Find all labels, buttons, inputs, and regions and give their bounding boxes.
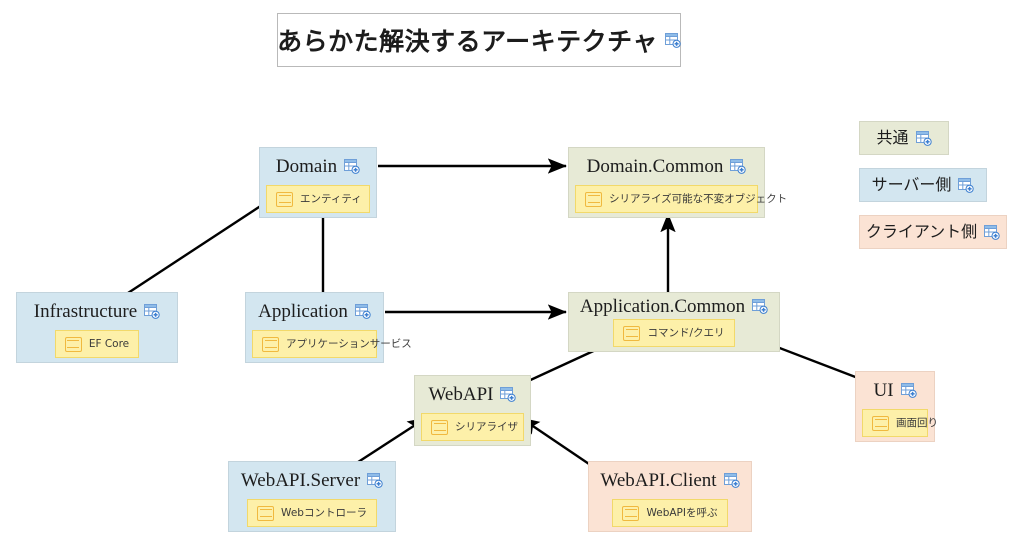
node-sublabel: WebAPIを呼ぶ xyxy=(612,499,728,527)
node-header: WebAPI.Server xyxy=(229,462,395,499)
table-plus-icon[interactable] xyxy=(144,304,160,319)
table-plus-icon[interactable] xyxy=(664,32,681,48)
node-sublabel: EF Core xyxy=(54,330,140,358)
node-sublabel-text: Webコントローラ xyxy=(281,506,367,519)
node-body: WebAPIを呼ぶ xyxy=(589,499,751,531)
table-plus-icon[interactable] xyxy=(900,383,917,398)
node-header: Domain.Common xyxy=(569,148,764,185)
node-sublabel: シリアライズ可能な不変オブジェクト xyxy=(575,185,787,213)
node-sublabel-text: EF Core xyxy=(88,337,130,350)
node-title: UI xyxy=(873,380,894,401)
node-application-common[interactable]: Application.Common コマンド/クエリ xyxy=(568,292,780,352)
table-plus-icon[interactable] xyxy=(723,473,740,488)
node-body: EF Core xyxy=(17,330,177,362)
node-title: Application xyxy=(258,301,348,322)
node-sublabel-text: WebAPIを呼ぶ xyxy=(646,506,718,519)
node-webapi-server[interactable]: WebAPI.Server Webコントローラ xyxy=(228,461,396,532)
node-title: WebAPI.Server xyxy=(240,470,361,491)
node-header: WebAPI.Client xyxy=(589,462,751,499)
node-sublabel-text: アプリケーションサービス xyxy=(286,337,412,350)
diagram-title-box[interactable]: あらかた解決するアーキテクチャ xyxy=(277,13,681,67)
node-sublabel-text: コマンド/クエリ xyxy=(647,326,725,339)
node-header: Application xyxy=(246,293,383,330)
node-domain-common[interactable]: Domain.Common シリアライズ可能な不変オブジェクト xyxy=(568,147,787,218)
node-sublabel-text: 画面回り xyxy=(896,416,938,429)
diagram-title-text: あらかた解決するアーキテクチャ xyxy=(277,27,658,56)
node-body: シリアライザ xyxy=(415,413,530,445)
node-sublabel: コマンド/クエリ xyxy=(613,319,735,347)
table-plus-icon[interactable] xyxy=(958,177,975,193)
node-sublabel: Webコントローラ xyxy=(247,499,377,527)
node-webapi[interactable]: WebAPI シリアライザ xyxy=(414,375,531,446)
node-ui[interactable]: UI 画面回り xyxy=(855,371,938,442)
note-icon xyxy=(872,415,889,431)
node-title: WebAPI.Client xyxy=(600,470,717,491)
note-icon xyxy=(276,191,293,207)
legend-item-common[interactable]: 共通 xyxy=(859,121,949,155)
node-sublabel-text: エンティティ xyxy=(300,192,362,205)
node-title: WebAPI xyxy=(428,384,494,405)
node-body: エンティティ xyxy=(260,185,376,217)
node-header: UI xyxy=(856,372,934,409)
node-infrastructure[interactable]: Infrastructure EF Core xyxy=(16,292,178,363)
table-plus-icon[interactable] xyxy=(752,298,768,314)
legend-label: 共通 xyxy=(876,128,909,147)
note-icon xyxy=(431,419,448,435)
node-title: Infrastructure xyxy=(33,301,138,322)
node-header: Application.Common xyxy=(569,293,779,319)
note-icon xyxy=(64,336,82,352)
note-icon xyxy=(257,505,275,521)
legend-label: サーバー側 xyxy=(871,175,952,194)
note-icon xyxy=(585,191,602,207)
legend-label: クライアント側 xyxy=(865,222,978,241)
note-icon xyxy=(623,325,641,341)
table-plus-icon[interactable] xyxy=(367,473,383,488)
legend-item-client[interactable]: クライアント側 xyxy=(859,215,1007,249)
edge-webapi-client-to-webapi xyxy=(520,417,593,467)
table-plus-icon[interactable] xyxy=(730,159,747,174)
node-header: Domain xyxy=(260,148,376,185)
node-sublabel-text: シリアライズ可能な不変オブジェクト xyxy=(609,192,788,205)
node-header: WebAPI xyxy=(415,376,530,413)
table-plus-icon[interactable] xyxy=(984,224,1000,240)
node-webapi-client[interactable]: WebAPI.Client WebAPIを呼ぶ xyxy=(588,461,752,532)
node-application[interactable]: Application アプリケーションサービス xyxy=(245,292,412,363)
table-plus-icon[interactable] xyxy=(354,304,371,319)
node-sublabel-text: シリアライザ xyxy=(455,420,518,433)
node-sublabel: 画面回り xyxy=(862,409,938,437)
table-plus-icon[interactable] xyxy=(344,159,360,174)
table-plus-icon[interactable] xyxy=(915,130,932,146)
node-body: アプリケーションサービス xyxy=(246,330,412,362)
node-domain[interactable]: Domain エンティティ xyxy=(259,147,377,218)
legend-item-server[interactable]: サーバー側 xyxy=(859,168,987,202)
node-sublabel: シリアライザ xyxy=(421,413,524,441)
node-header: Infrastructure xyxy=(17,293,177,330)
node-title: Domain.Common xyxy=(586,156,724,177)
node-sublabel: エンティティ xyxy=(266,185,370,213)
node-body: シリアライズ可能な不変オブジェクト xyxy=(569,185,787,217)
node-body: Webコントローラ xyxy=(229,499,395,531)
node-sublabel: アプリケーションサービス xyxy=(252,330,412,358)
note-icon xyxy=(262,336,279,352)
node-title: Domain xyxy=(275,156,338,177)
node-body: 画面回り xyxy=(856,409,938,441)
node-body: コマンド/クエリ xyxy=(569,319,779,351)
table-plus-icon[interactable] xyxy=(500,387,517,402)
node-title: Application.Common xyxy=(579,295,746,317)
note-icon xyxy=(622,505,640,521)
